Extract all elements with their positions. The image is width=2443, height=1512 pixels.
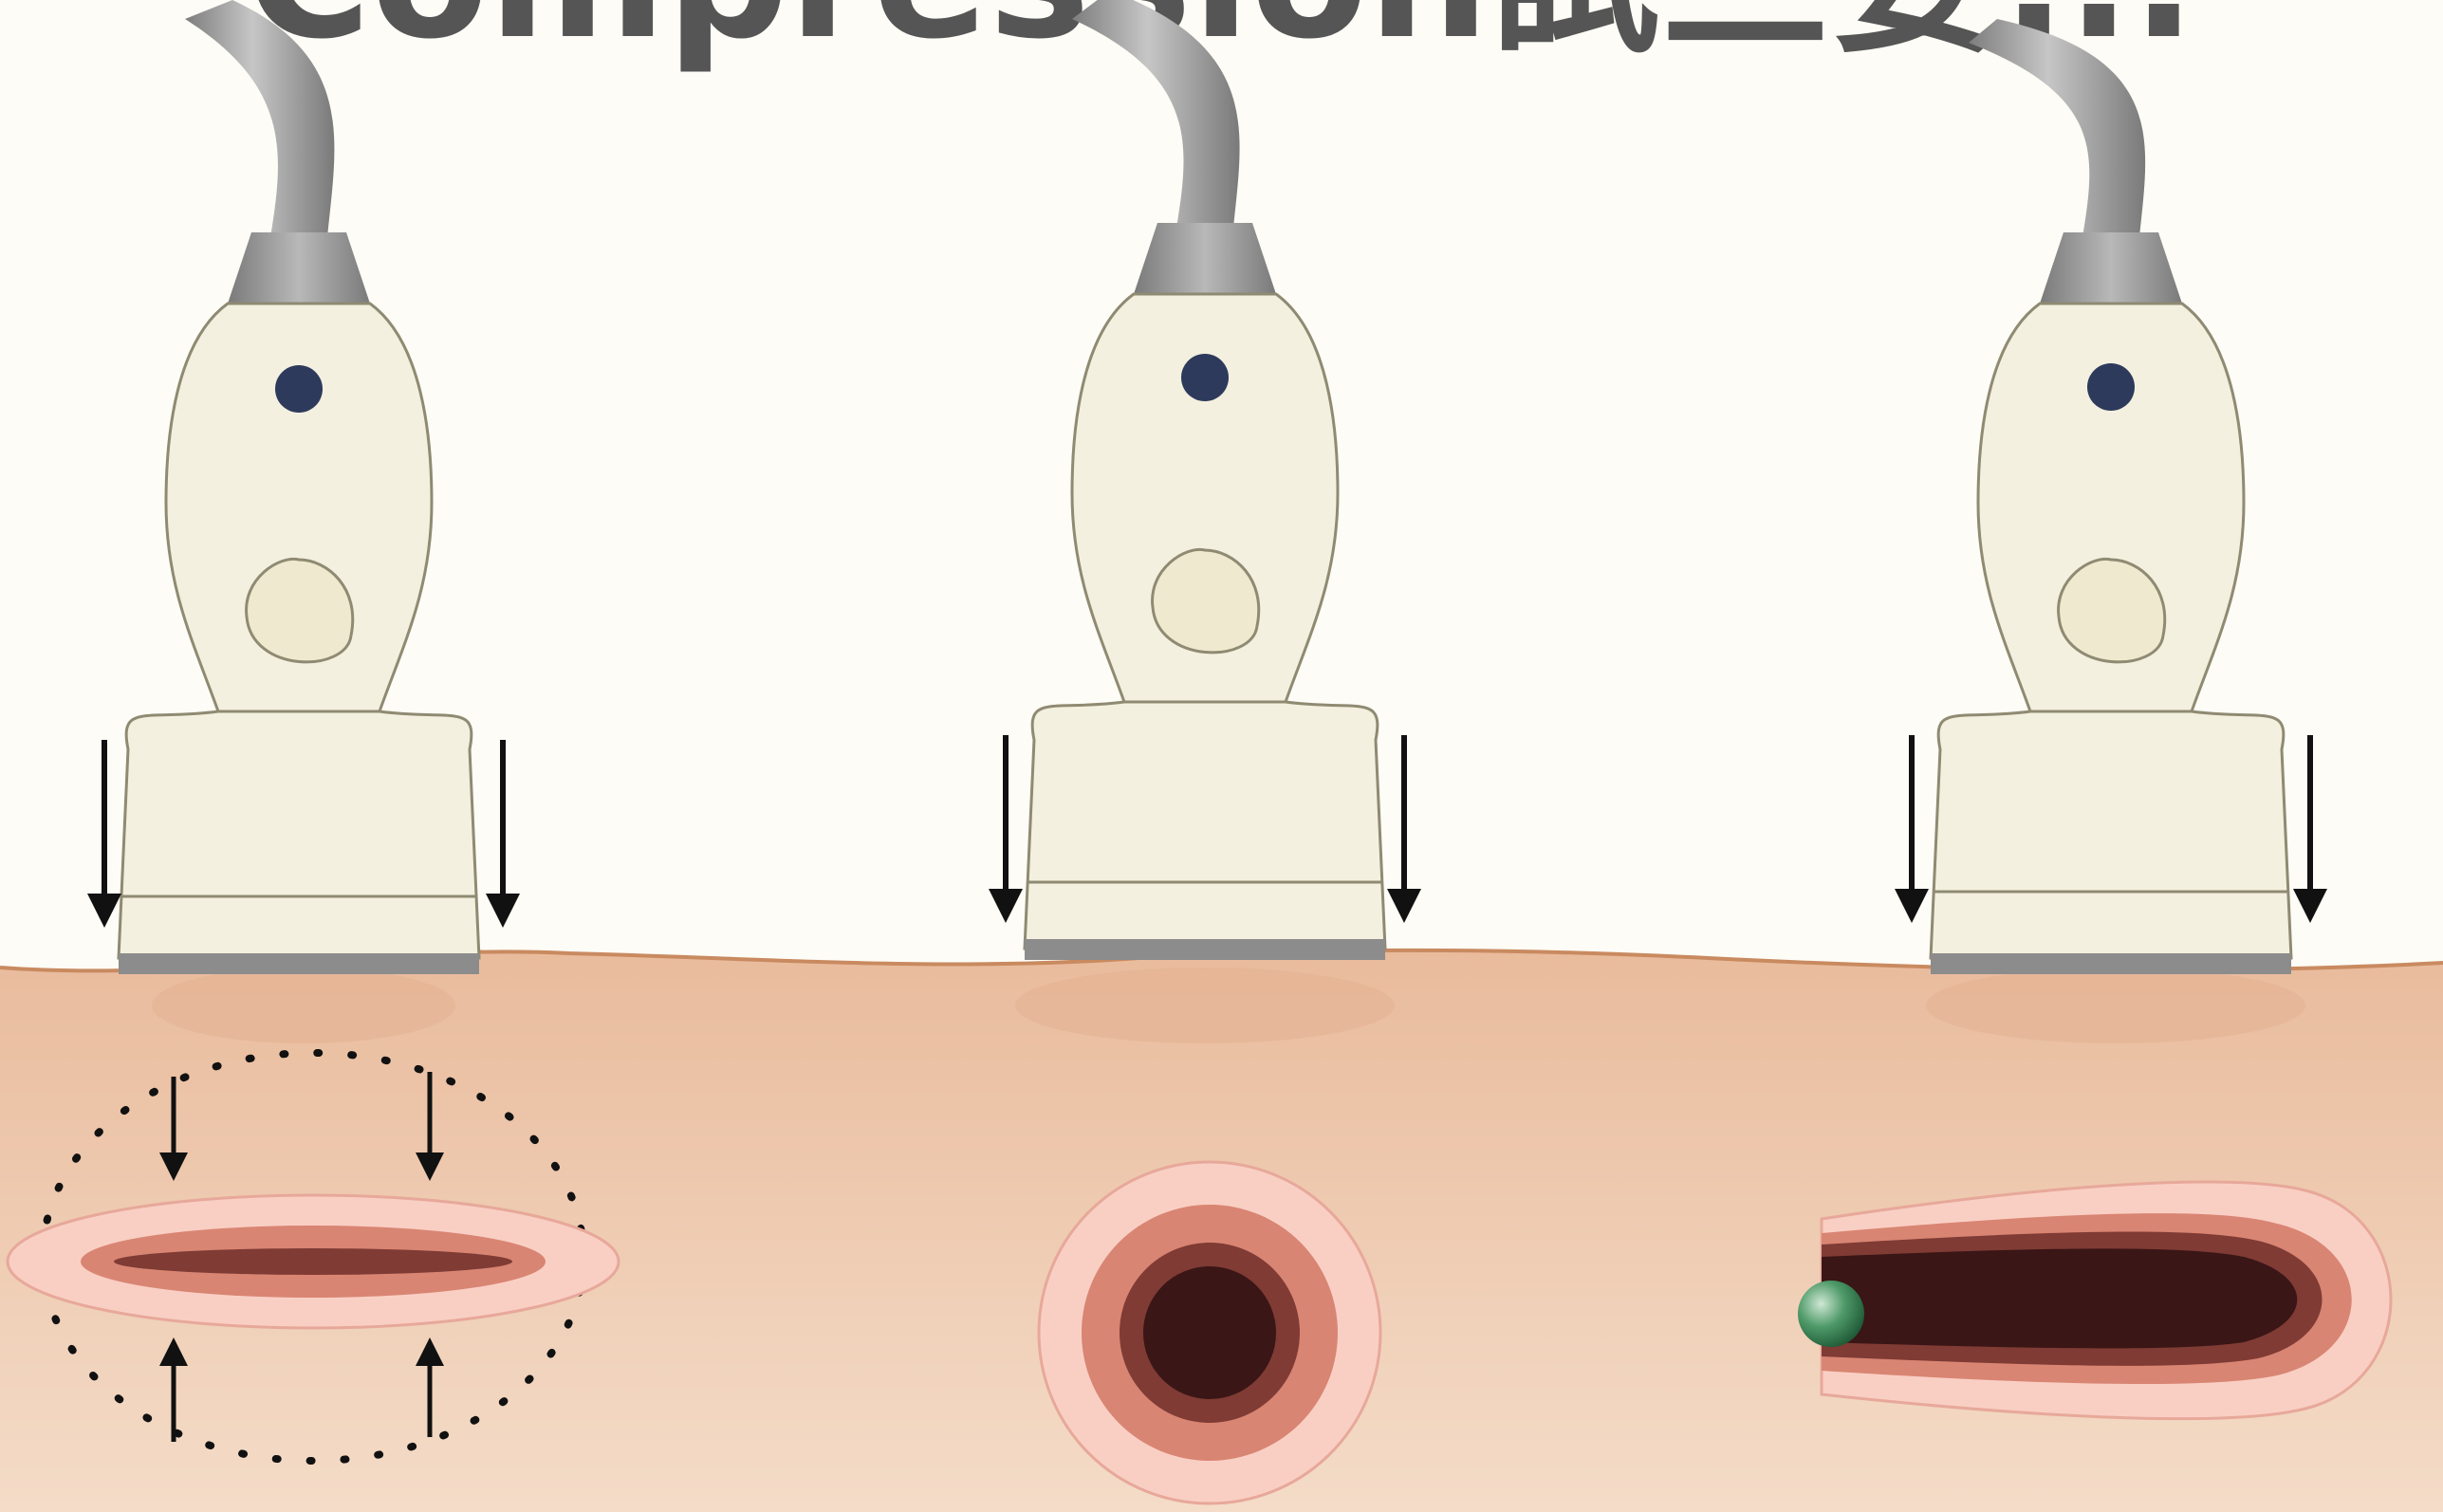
vessel-lumen [1143,1266,1276,1399]
probe-base [119,711,479,958]
ultrasound-probe-middle [1006,0,1404,960]
ultrasound-probe-right [1912,19,2310,974]
probe-orientation-dot-icon [275,365,323,413]
probe-tip [119,953,479,974]
probe-orientation-dot-icon [1181,354,1229,401]
probe-tip [1025,939,1385,960]
probe-neck [1134,223,1276,294]
ultrasound-probe-left [104,0,503,974]
vessel-inner-lumen [114,1248,512,1275]
round-vessel [1039,1162,1380,1503]
thrombosed-vessel [1798,1182,2391,1419]
probe-tip [1931,953,2291,974]
probe-base [1025,702,1385,949]
page-title: Compression試三要... [246,0,2196,77]
vessel-lumen [1822,1248,2297,1348]
probe-orientation-dot-icon [2087,363,2135,411]
thrombus-icon [1798,1281,1864,1347]
probe-neck [2040,232,2182,304]
probe-neck [228,232,370,304]
probe-base [1931,711,2291,958]
